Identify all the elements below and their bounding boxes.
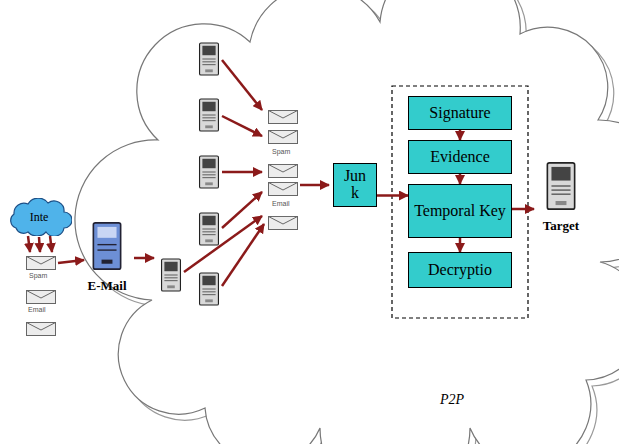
process-box: Temporal Key bbox=[408, 184, 512, 238]
mail-caption: Spam bbox=[272, 148, 290, 155]
p2p-cloud bbox=[75, 0, 619, 444]
node-label: Target bbox=[524, 218, 598, 234]
network-label: P2P bbox=[440, 392, 464, 408]
node-label: Evidence bbox=[426, 147, 494, 168]
group-frame bbox=[392, 86, 528, 318]
node-label: Decryptio bbox=[424, 260, 496, 281]
flow-arrow bbox=[459, 238, 462, 252]
mail-caption: Email bbox=[272, 200, 290, 207]
node-label: E-Mail bbox=[72, 278, 142, 294]
node-label: Inte bbox=[6, 210, 72, 225]
server-node: E-Mail bbox=[82, 220, 132, 294]
server-icon bbox=[546, 160, 576, 212]
flow-arrow bbox=[377, 194, 408, 197]
node-label: Jun k bbox=[334, 166, 376, 204]
server-icon bbox=[92, 220, 122, 272]
flow-arrow bbox=[459, 130, 462, 140]
flow-arrows bbox=[28, 60, 329, 286]
peer-servers bbox=[162, 43, 219, 305]
process-box: Jun k bbox=[333, 163, 377, 207]
flow-arrow bbox=[459, 174, 462, 184]
flow-arrow bbox=[512, 208, 534, 211]
process-box: Evidence bbox=[408, 140, 512, 174]
process-box: Signature bbox=[408, 96, 512, 130]
node-label: Temporal Key bbox=[410, 201, 510, 222]
mail-caption: Spam bbox=[29, 272, 47, 279]
server-node: Target bbox=[534, 160, 588, 234]
process-box: Decryptio bbox=[408, 252, 512, 288]
mail-caption: Email bbox=[28, 306, 46, 313]
cloud-node: Inte bbox=[6, 198, 72, 236]
node-label: Signature bbox=[425, 103, 494, 124]
